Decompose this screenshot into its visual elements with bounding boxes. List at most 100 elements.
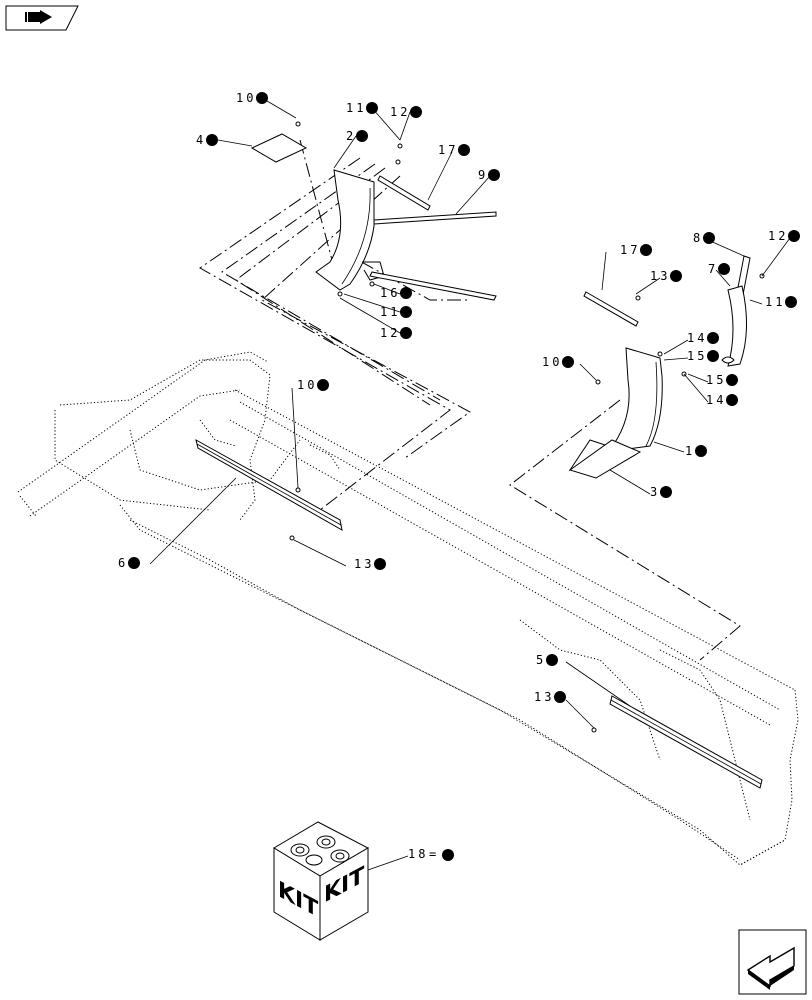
callout-bullet (256, 92, 268, 104)
callout-label: 9 (478, 168, 488, 182)
callout-label: 17 (620, 243, 640, 257)
callout-bullet (707, 350, 719, 362)
callout-label: 17 (438, 143, 458, 157)
kit-callout-equals: = (429, 847, 439, 861)
callout-label: 16 (380, 286, 400, 300)
callout-bullet (726, 394, 738, 406)
callout-label: 12 (390, 105, 410, 119)
callout-label: 15 (706, 373, 726, 387)
callout-bullet (703, 232, 715, 244)
strap-5 (609, 695, 763, 789)
book-icon[interactable] (5, 5, 79, 31)
part-17-lower (583, 291, 639, 327)
callout-label: 11 (346, 101, 366, 115)
part-4 (250, 133, 308, 163)
callout-17: 17 (620, 243, 652, 257)
callout-label: 13 (650, 269, 670, 283)
callout-12: 12 (380, 326, 412, 340)
callout-label: 7 (708, 262, 718, 276)
callout-label: 12 (380, 326, 400, 340)
callout-bullet (546, 654, 558, 666)
callout-9: 9 (478, 168, 500, 182)
callout-10: 10 (236, 91, 268, 105)
kit-callout-label: 18 (408, 847, 428, 861)
callout-bullet (695, 445, 707, 457)
callout-label: 3 (650, 485, 660, 499)
kit-box-parts (290, 835, 350, 866)
callout-bullet (640, 244, 652, 256)
callout-4: 4 (196, 133, 218, 147)
callout-13: 13 (354, 557, 386, 571)
callout-15: 15 (687, 349, 719, 363)
callout-bullet (356, 130, 368, 142)
fasteners (289, 121, 765, 733)
callout-bullet (554, 691, 566, 703)
callout-label: 15 (687, 349, 707, 363)
callout-6: 6 (118, 556, 140, 570)
callout-bullet (718, 263, 730, 275)
callout-15: 15 (706, 373, 738, 387)
callout-label: 14 (706, 393, 726, 407)
callout-label: 11 (765, 295, 785, 309)
callout-bullet (458, 144, 470, 156)
callout-bullet (670, 270, 682, 282)
callout-bullet (660, 486, 672, 498)
callout-bullet (788, 230, 800, 242)
callout-label: 6 (118, 556, 128, 570)
part-2 (315, 169, 385, 291)
callout-label: 13 (354, 557, 374, 571)
callout-1: 1 (685, 444, 707, 458)
callout-label: 11 (380, 305, 400, 319)
kit-box: KIT KIT (273, 821, 370, 941)
kit-callout: 18 = (367, 847, 454, 871)
callout-11: 11 (765, 295, 797, 309)
callout-bullet (206, 134, 218, 146)
callout-17: 17 (438, 143, 470, 157)
callout-label: 10 (297, 378, 317, 392)
callout-8: 8 (693, 231, 715, 245)
callout-bullet (785, 296, 797, 308)
callout-11: 11 (346, 101, 378, 115)
callout-bullet (128, 557, 140, 569)
part-7-8 (721, 255, 751, 367)
frame-body (17, 351, 799, 866)
callout-bullet (562, 356, 574, 368)
part-17-upper (377, 175, 431, 211)
callout-10: 10 (542, 355, 574, 369)
callout-label: 8 (693, 231, 703, 245)
callout-label: 2 (346, 129, 356, 143)
part-1 (568, 347, 663, 479)
callout-16: 16 (380, 286, 412, 300)
callout-bullet (366, 102, 378, 114)
callout-12: 12 (390, 105, 422, 119)
callout-label: 4 (196, 133, 206, 147)
callout-label: 14 (687, 331, 707, 345)
callout-label: 1 (685, 444, 695, 458)
callout-13: 13 (650, 269, 682, 283)
callout-14: 14 (706, 393, 738, 407)
kit-callout-bullet (442, 849, 454, 861)
callout-11: 11 (380, 305, 412, 319)
leader-lines (149, 97, 791, 729)
callout-bullet (707, 332, 719, 344)
callout-bullet (410, 106, 422, 118)
callout-13: 13 (534, 690, 566, 704)
callout-label: 10 (542, 355, 562, 369)
callout-bullet (374, 558, 386, 570)
callout-bullet (400, 306, 412, 318)
callout-7: 7 (708, 262, 730, 276)
callout-bullet (726, 374, 738, 386)
callout-label: 5 (536, 653, 546, 667)
callout-5: 5 (536, 653, 558, 667)
callout-bullet (488, 169, 500, 181)
callout-label: 10 (236, 91, 256, 105)
callout-label: 12 (768, 229, 788, 243)
callout-12: 12 (768, 229, 800, 243)
strap-6 (195, 439, 343, 531)
next-page-arrow-icon[interactable] (738, 929, 807, 995)
callout-3: 3 (650, 485, 672, 499)
callout-2: 2 (346, 129, 368, 143)
callout-bullet (400, 287, 412, 299)
